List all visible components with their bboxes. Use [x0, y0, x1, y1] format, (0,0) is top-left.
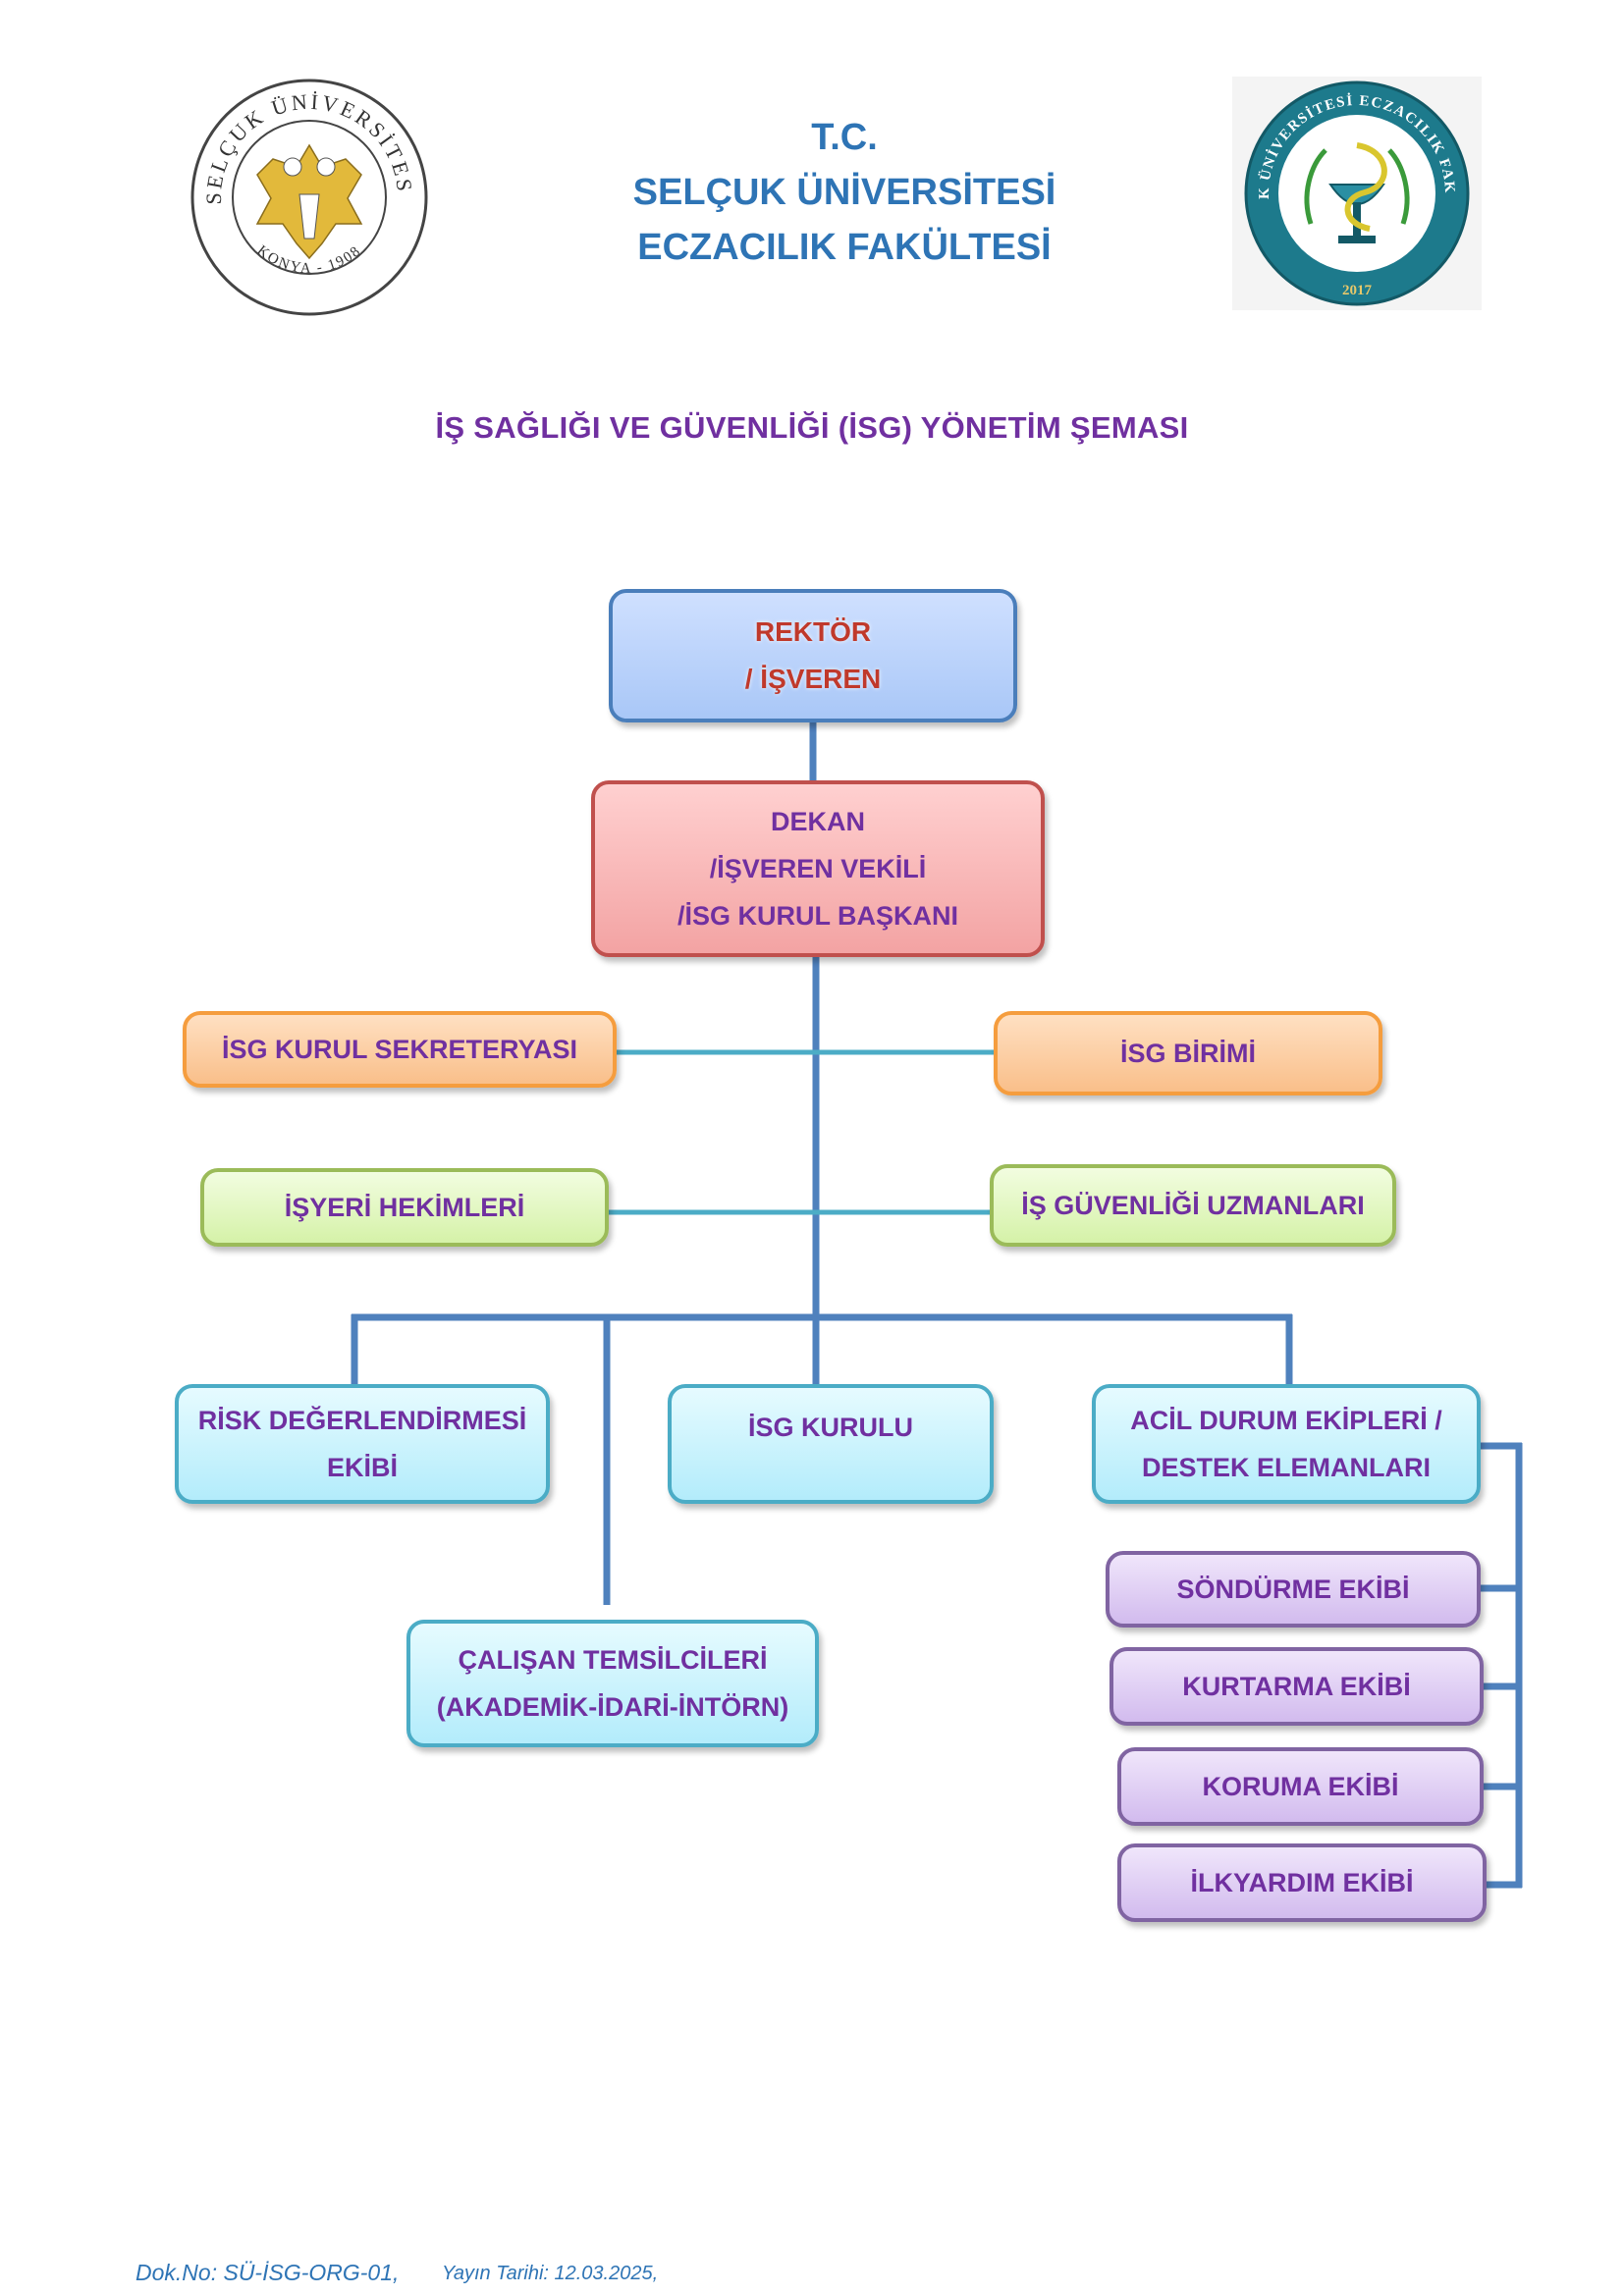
node-kurtarma-label: KURTARMA EKİBİ	[1182, 1672, 1411, 1701]
selcuk-university-logo: SELÇUK ÜNİVERSİTESİ KONYA - 1908	[184, 57, 430, 318]
node-acil-line2: DESTEK ELEMANLARI	[1141, 1453, 1431, 1482]
node-risk-line2: EKİBİ	[326, 1453, 398, 1482]
double-headed-eagle-seal-icon: SELÇUK ÜNİVERSİTESİ KONYA - 1908	[184, 57, 428, 316]
node-sekreterya-label: İSG KURUL SEKRETERYASI	[221, 1035, 578, 1064]
node-uzmanlar-label: İŞ GÜVENLİĞİ UZMANLARI	[1021, 1191, 1365, 1220]
node-kurtarma-ekibi: KURTARMA EKİBİ	[1110, 1647, 1484, 1726]
pharmacy-bowl-of-hygieia-icon: SELÇUK ÜNİVERSİTESİ ECZACILIK FAKÜLTESİ …	[1226, 64, 1470, 306]
node-dekan-line3: /İSG KURUL BAŞKANI	[677, 901, 959, 931]
node-isg-kurul-sekreteryasi: İSG KURUL SEKRETERYASI	[183, 1011, 617, 1088]
node-koruma-label: KORUMA EKİBİ	[1202, 1772, 1399, 1801]
node-kurulu-label: İSG KURULU	[748, 1413, 913, 1442]
node-isg-kurulu: İSG KURULU	[668, 1384, 994, 1504]
node-risk-degerlendirmesi-ekibi: RİSK DEĞERLENDİRMESİ EKİBİ	[175, 1384, 550, 1504]
node-dekan: DEKAN /İŞVEREN VEKİLİ /İSG KURUL BAŞKANI	[591, 780, 1045, 957]
node-dekan-line1: DEKAN	[770, 807, 865, 836]
node-ilkyardim-ekibi: İLKYARDIM EKİBİ	[1117, 1843, 1487, 1922]
document-title: İŞ SAĞLIĞI VE GÜVENLİĞİ (İSG) YÖNETİM ŞE…	[435, 410, 1189, 445]
node-birim-label: İSG BİRİMİ	[1119, 1039, 1256, 1068]
header-line-tc: T.C.	[811, 117, 878, 158]
node-risk-line1: RİSK DEĞERLENDİRMESİ	[197, 1406, 527, 1435]
footer-doc-no: Dok.No: SÜ-İSG-ORG-01,	[135, 2260, 400, 2285]
node-ilkyardim-label: İLKYARDIM EKİBİ	[1190, 1868, 1414, 1897]
node-rektor-line2: / İŞVEREN	[744, 664, 882, 694]
node-isyeri-hekimleri: İŞYERİ HEKİMLERİ	[200, 1168, 609, 1247]
node-is-guvenligi-uzmanlari: İŞ GÜVENLİĞİ UZMANLARI	[990, 1164, 1396, 1247]
node-koruma-ekibi: KORUMA EKİBİ	[1117, 1747, 1484, 1826]
header-line-university: SELÇUK ÜNİVERSİTESİ	[632, 172, 1056, 213]
header-institution: T.C. SELÇUK ÜNİVERSİTESİ ECZACILIK FAKÜL…	[550, 110, 1139, 275]
node-acil-durum-ekipleri: ACİL DURUM EKİPLERİ / DESTEK ELEMANLARI	[1092, 1384, 1481, 1504]
node-sondurme-label: SÖNDÜRME EKİBİ	[1176, 1575, 1410, 1604]
node-acil-line1: ACİL DURUM EKİPLERİ /	[1130, 1406, 1442, 1435]
header-line-faculty: ECZACILIK FAKÜLTESİ	[637, 227, 1052, 268]
pharmacy-faculty-logo: SELÇUK ÜNİVERSİTESİ ECZACILIK FAKÜLTESİ …	[1226, 64, 1482, 310]
node-dekan-line2: /İŞVEREN VEKİLİ	[709, 854, 927, 883]
node-rektor-line1: REKTÖR	[754, 616, 872, 647]
node-isg-birimi: İSG BİRİMİ	[994, 1011, 1382, 1095]
node-temsilciler-line2: (AKADEMİK-İDARİ-İNTÖRN)	[436, 1692, 789, 1722]
node-calisan-temsilcileri: ÇALIŞAN TEMSİLCİLERİ (AKADEMİK-İDARİ-İNT…	[406, 1620, 819, 1747]
footer-publish-date: Yayın Tarihi: 12.03.2025,	[442, 2263, 659, 2284]
node-rektor: REKTÖR / İŞVEREN	[609, 589, 1017, 722]
node-hekimler-label: İŞYERİ HEKİMLERİ	[284, 1193, 525, 1222]
node-sondurme-ekibi: SÖNDÜRME EKİBİ	[1106, 1551, 1481, 1628]
node-temsilciler-line1: ÇALIŞAN TEMSİLCİLERİ	[458, 1645, 768, 1675]
right-logo-year: 2017	[1342, 283, 1373, 298]
